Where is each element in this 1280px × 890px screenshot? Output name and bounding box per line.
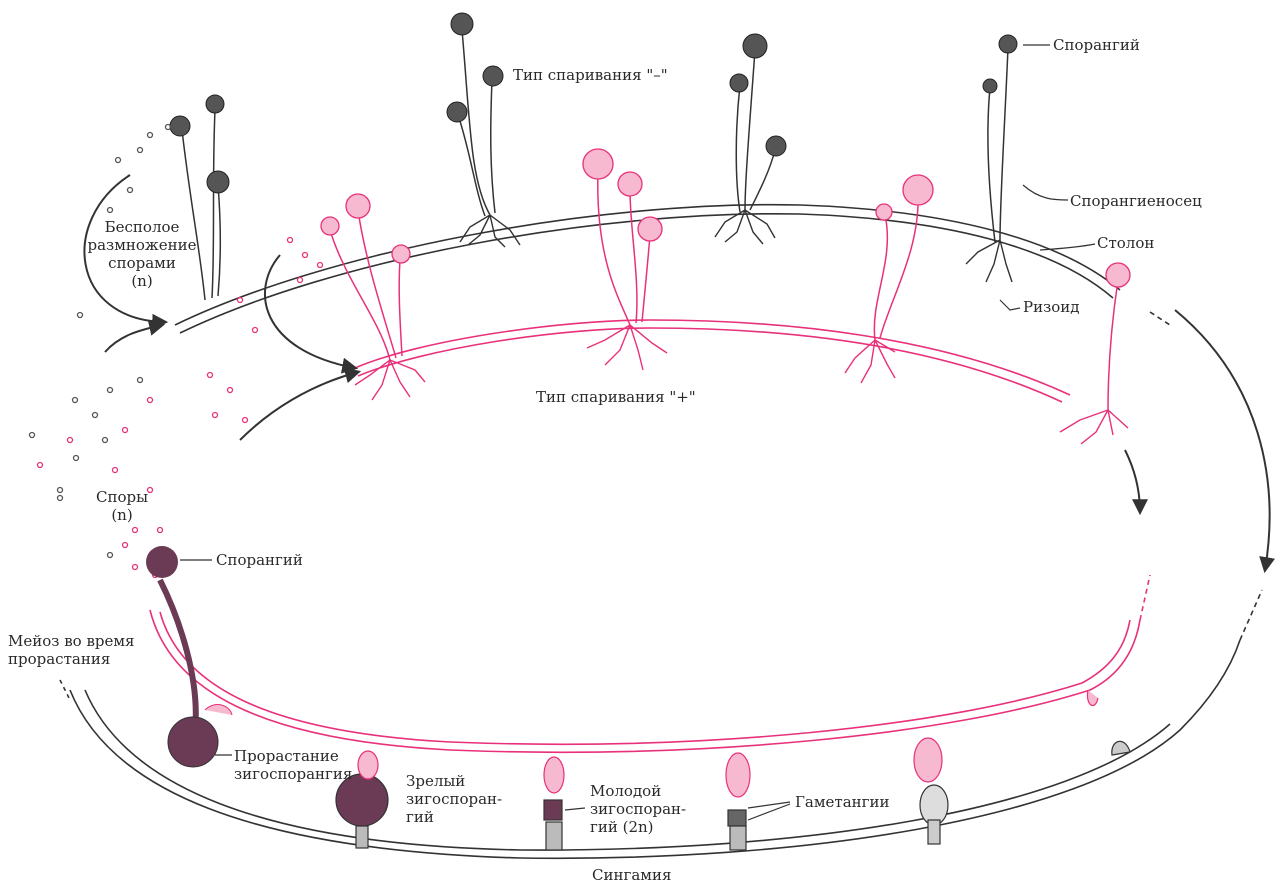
label-germination-line-2: зигоспорангия: [234, 765, 352, 783]
label-mature-zygosporangium: Зрелый зигоспоран- гий: [406, 772, 502, 826]
label-mature-line-3: гий: [406, 808, 502, 826]
label-asexual-line-4: (n): [87, 272, 197, 290]
label-asexual-line-1: Бесполое: [87, 218, 197, 236]
label-syngamy: Сингамия: [592, 866, 671, 884]
label-stolon: Столон: [1097, 234, 1154, 252]
label-gametangia: Гаметангии: [795, 793, 890, 811]
plus-sporangia: [321, 149, 1130, 287]
label-mating-type-plus: Тип спаривания "+": [536, 388, 696, 406]
label-sporangiophore: Спорангиеносец: [1070, 192, 1202, 210]
label-meiosis-line-1: Мейоз во время: [8, 632, 135, 650]
label-young-zygosporangium: Молодой зигоспоран- гий (2n): [590, 782, 686, 836]
zygosporangia-row: [336, 690, 1130, 850]
label-mating-type-minus: Тип спаривания "–": [513, 66, 668, 84]
label-mature-line-2: зигоспоран-: [406, 790, 502, 808]
inner-stolon-magenta: [355, 320, 1070, 402]
label-spores: Споры (n): [92, 488, 152, 524]
cycle-arrows: [84, 175, 1269, 570]
label-meiosis: Мейоз во время прорастания: [8, 632, 135, 668]
minus-rhizoids: [460, 210, 1012, 282]
label-germination: Прорастание зигоспорангия: [234, 747, 352, 783]
label-spores-line-1: Споры: [92, 488, 152, 506]
label-young-line-2: зигоспоран-: [590, 800, 686, 818]
label-germination-line-1: Прорастание: [234, 747, 352, 765]
label-meiosis-line-2: прорастания: [8, 650, 135, 668]
label-sporangium-top: Спорангий: [1053, 36, 1140, 54]
label-spores-line-2: (n): [92, 506, 152, 524]
germinating-zygote: [146, 546, 232, 767]
label-asexual-reproduction: Бесполое размножение спорами (n): [87, 218, 197, 290]
leader-lines: [180, 45, 1095, 820]
label-sporangium-bottom: Спорангий: [216, 551, 303, 569]
label-mature-line-1: Зрелый: [406, 772, 502, 790]
label-asexual-line-3: спорами: [87, 254, 197, 272]
label-young-line-3: гий (2n): [590, 818, 686, 836]
spores: [30, 125, 323, 578]
label-asexual-line-2: размножение: [87, 236, 197, 254]
inner-bottom-magenta: [150, 575, 1150, 752]
plus-rhizoids: [355, 325, 1128, 444]
label-young-line-1: Молодой: [590, 782, 686, 800]
label-rhizoid: Ризоид: [1023, 298, 1080, 316]
